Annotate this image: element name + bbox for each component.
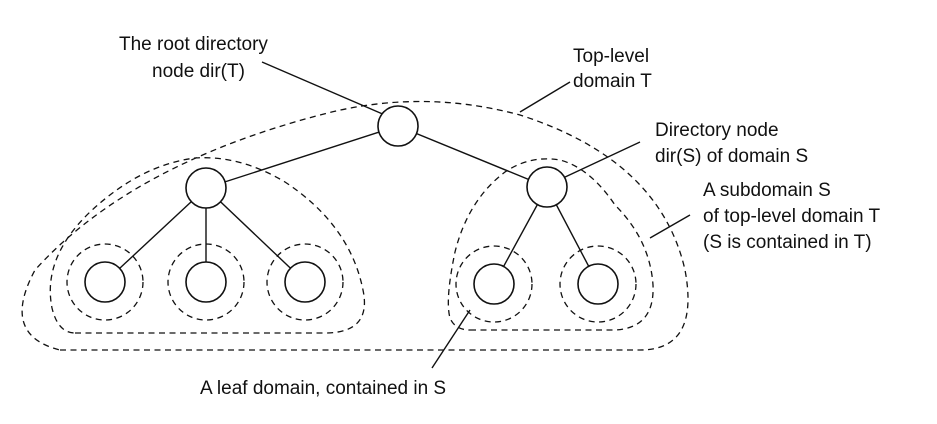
leaf-node bbox=[185, 261, 227, 303]
tree-edge bbox=[205, 187, 306, 283]
root-label-line2: node dir(T) bbox=[152, 61, 245, 82]
directory-node-label-line1: Directory node bbox=[655, 120, 779, 141]
top-level-label-line1: Top-level bbox=[573, 46, 649, 67]
leaf-domain-boundary bbox=[266, 243, 344, 321]
subdomain-label-leader bbox=[649, 214, 691, 239]
top-level-label-line2: domain T bbox=[573, 71, 652, 92]
subdomain-label-line3: (S is contained in T) bbox=[703, 232, 872, 253]
subdomain-label-line2: of top-level domain T bbox=[703, 206, 880, 227]
tree-edge bbox=[104, 187, 207, 283]
root-label-line1: The root directory bbox=[119, 34, 268, 55]
leaf-node bbox=[577, 263, 619, 305]
directory-node-label-line2: dir(S) of domain S bbox=[655, 146, 808, 167]
leaf-label-leader bbox=[431, 309, 471, 369]
tree-edge bbox=[397, 125, 548, 188]
subdomain-label-line1: A subdomain S bbox=[703, 180, 831, 201]
top-level-label-leader bbox=[519, 81, 571, 113]
directory-node-label-leader bbox=[562, 141, 641, 179]
left-subdomain-boundary bbox=[49, 157, 365, 334]
leaf-domain-boundary bbox=[559, 245, 637, 323]
tree-edge bbox=[205, 125, 399, 189]
leaf-domain-boundary bbox=[455, 245, 533, 323]
leaf-node bbox=[473, 263, 515, 305]
left-subdomain-node bbox=[185, 167, 227, 209]
subdomain-s-boundary bbox=[447, 158, 654, 331]
root-node bbox=[377, 105, 419, 147]
leaf-node bbox=[84, 261, 126, 303]
root-label-leader bbox=[261, 61, 386, 116]
directory-node-s bbox=[526, 166, 568, 208]
top-level-domain-boundary bbox=[21, 100, 689, 351]
leaf-node bbox=[284, 261, 326, 303]
leaf-domain-boundary bbox=[66, 243, 144, 321]
leaf-label: A leaf domain, contained in S bbox=[200, 378, 446, 399]
